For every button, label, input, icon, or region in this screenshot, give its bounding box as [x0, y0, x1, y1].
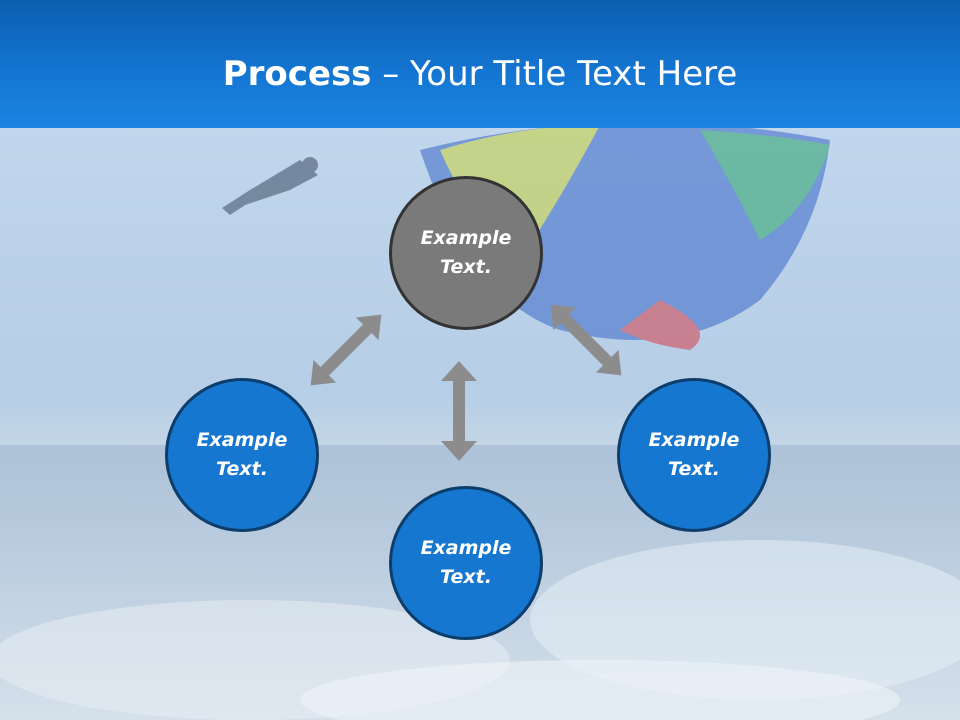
- node-label: Example Text.: [420, 537, 512, 588]
- process-node-left: Example Text.: [165, 378, 319, 532]
- title-bold: Process: [222, 54, 372, 94]
- process-node-bottom: Example Text.: [389, 486, 543, 640]
- process-node-center: Example Text.: [389, 176, 543, 330]
- arrow-center-right: [550, 304, 622, 376]
- title-bar: [0, 0, 960, 128]
- arrow-center-left: [310, 314, 382, 386]
- node-label: Example Text.: [420, 227, 512, 278]
- arrow-center-bottom: [441, 361, 477, 461]
- slide-title: Process – Your Title Text Here: [0, 52, 960, 96]
- process-node-right: Example Text.: [617, 378, 771, 532]
- parasailer: [222, 157, 318, 215]
- title-rest: – Your Title Text Here: [371, 54, 738, 94]
- node-label: Example Text.: [648, 429, 740, 480]
- node-label: Example Text.: [196, 429, 288, 480]
